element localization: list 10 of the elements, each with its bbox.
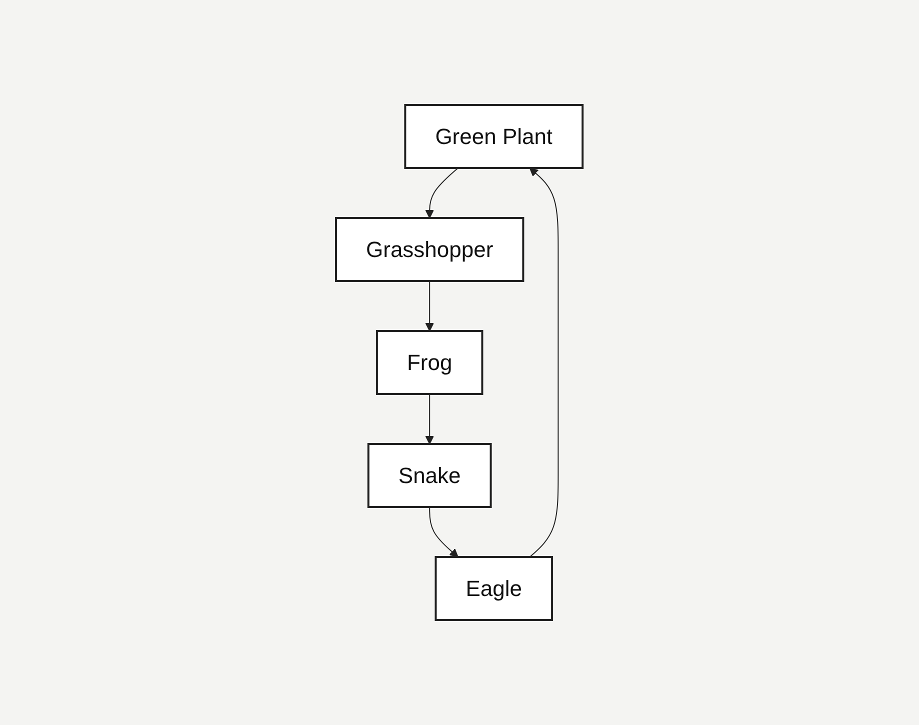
arrow	[425, 168, 459, 218]
node-box: Frog	[376, 330, 484, 395]
arrow	[425, 394, 434, 444]
node-box: Grasshopper	[335, 217, 524, 282]
node-box: Eagle	[434, 556, 554, 621]
node-box: Green Plant	[404, 104, 584, 169]
arrow	[425, 280, 434, 332]
node-box: Snake	[368, 443, 492, 508]
arrow	[529, 168, 559, 558]
arrow	[429, 506, 459, 558]
